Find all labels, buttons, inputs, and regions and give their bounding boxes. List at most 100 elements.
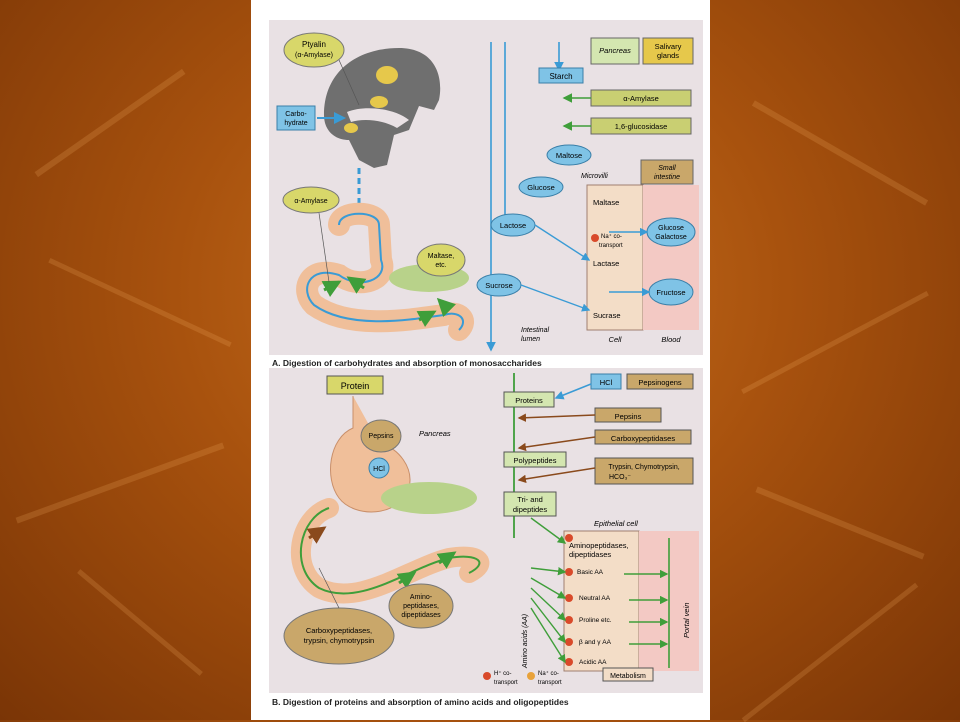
na-cotransport-label-2: transport bbox=[599, 243, 623, 249]
blood-region bbox=[643, 185, 699, 330]
tri-dipeptides-label-2: dipeptides bbox=[513, 505, 547, 514]
h-cotransport-label-2: transport bbox=[494, 680, 518, 686]
small-intestine-box bbox=[640, 159, 694, 185]
portal-vein-label: Portal vein bbox=[682, 603, 691, 638]
small-intestine-label: Small bbox=[658, 165, 676, 172]
neutral-aa-label: Neutral AA bbox=[579, 595, 611, 602]
transporter-icon bbox=[565, 568, 573, 576]
glucose-bubble bbox=[518, 176, 564, 198]
aminopeptidases-label-3: dipeptidases bbox=[401, 612, 441, 619]
pancreas-label: Pancreas bbox=[599, 46, 631, 55]
h-cotransport-label: H⁺ co- bbox=[494, 670, 512, 677]
na-cotransport-label: Na⁺ co- bbox=[601, 233, 622, 240]
na-cotransport-label: Na⁺ co- bbox=[538, 670, 559, 677]
glucose-galactose-label: Glucose bbox=[658, 225, 684, 232]
glucose-galactose-bubble bbox=[646, 217, 696, 247]
maltose-bubble bbox=[546, 144, 592, 166]
enzyme-arrow bbox=[346, 276, 367, 294]
enzyme-feed-arrow bbox=[517, 467, 596, 484]
background-shard bbox=[755, 486, 925, 560]
trypsin-label-2: HCO₃⁻ bbox=[609, 474, 631, 481]
na-cotransport-icon bbox=[591, 234, 599, 242]
protein-panel: Protein Pancreas Pepsins HCl Amino- pept… bbox=[269, 368, 703, 693]
maltase-etc-bubble bbox=[416, 243, 466, 277]
lactase-label: Lactase bbox=[593, 259, 619, 268]
basic-aa-label: Basic AA bbox=[577, 569, 604, 576]
acidic-aa-label: Acidic AA bbox=[579, 659, 607, 666]
mouth-cavity bbox=[347, 108, 409, 128]
callout-line bbox=[338, 59, 360, 106]
aa-flow-arrow bbox=[530, 607, 566, 664]
enzyme-arrow bbox=[436, 297, 456, 317]
protein-label: Protein bbox=[341, 381, 370, 391]
protein-box bbox=[326, 375, 384, 395]
fructose-label: Fructose bbox=[656, 288, 685, 297]
panel-b-caption: B. Digestion of proteins and absorption … bbox=[272, 697, 569, 707]
sucrose-label: Sucrose bbox=[485, 281, 513, 290]
amino-acids-label: Amino acids (AA) bbox=[522, 614, 529, 669]
ptyalin-bubble bbox=[283, 32, 345, 68]
panel-a-caption: A. Digestion of carbohydrates and absorp… bbox=[272, 358, 542, 368]
protein-diagram: Protein Pancreas Pepsins HCl Amino- pept… bbox=[283, 373, 699, 686]
glucosidase-label: 1,6-glucosidase bbox=[615, 122, 668, 131]
pepsinogens-box bbox=[626, 373, 694, 390]
aminopeptidases-label-2: peptidases, bbox=[403, 603, 439, 610]
pepsins-circle-label: Pepsins bbox=[369, 433, 394, 440]
intestine-inner bbox=[300, 507, 481, 595]
proline-label: Proline etc. bbox=[579, 617, 612, 624]
enzyme-feed-arrow bbox=[517, 436, 596, 452]
carboxypeptidases-bubble-label-2: trypsin, chymotrypsin bbox=[304, 636, 374, 645]
hcl-circle bbox=[368, 457, 390, 479]
glucose-label: Glucose bbox=[527, 183, 555, 192]
pancreas-box bbox=[590, 37, 640, 65]
salivary-box bbox=[642, 37, 694, 65]
tri-dipeptides-box bbox=[503, 491, 557, 517]
transporter-icon bbox=[565, 616, 573, 624]
alpha-amylase-box-label: α-Amylase bbox=[623, 94, 659, 103]
starch-box bbox=[538, 67, 584, 84]
polypeptides-box bbox=[503, 451, 567, 468]
beta-gamma-aa-label: β and γ AA bbox=[579, 639, 612, 646]
enzyme-feed-arrow bbox=[517, 413, 596, 422]
background-shard bbox=[751, 100, 929, 206]
metabolism-box bbox=[602, 667, 654, 682]
salivary-label-2: glands bbox=[657, 51, 679, 60]
proteins-label: Proteins bbox=[515, 396, 543, 405]
callout-line bbox=[318, 212, 330, 283]
tri-dipeptides-label: Tri- and bbox=[517, 495, 543, 504]
intestinal-lumen-label: Intestinal bbox=[521, 327, 549, 334]
h-cotransport-icon bbox=[483, 672, 491, 680]
enzyme-arrow bbox=[416, 310, 437, 327]
aa-flow-arrow bbox=[530, 577, 567, 599]
na-cotransport-label-2: transport bbox=[538, 680, 562, 686]
transporter-icon bbox=[565, 638, 573, 646]
aminopeptidases-box-label-2: dipeptidases bbox=[569, 550, 611, 559]
background-shard bbox=[48, 257, 232, 348]
background-shard bbox=[741, 290, 929, 395]
alpha-amylase-bubble bbox=[282, 186, 340, 214]
microvilli-label: Microvilli bbox=[581, 173, 608, 180]
salivary-gland bbox=[344, 123, 358, 133]
polypeptides-label: Polypeptides bbox=[514, 456, 557, 465]
trypsin-label: Trypsin, Chymotrypsin, bbox=[608, 464, 679, 471]
carbohydrate-panel: Ptyalin (α-Amylase) Carbo- hydrate α-Amy… bbox=[269, 20, 703, 355]
blood-label: Blood bbox=[661, 335, 681, 344]
transporter-icon bbox=[565, 658, 573, 666]
flow-line bbox=[520, 284, 591, 312]
cell-region bbox=[586, 184, 644, 331]
aa-flow-arrow bbox=[530, 517, 567, 544]
pepsins-circle bbox=[360, 419, 402, 453]
alpha-amylase-left-label: α-Amylase bbox=[294, 198, 327, 205]
epithelial-cell-label: Epithelial cell bbox=[594, 519, 638, 528]
proteins-box bbox=[503, 391, 555, 408]
na-cotransport-icon bbox=[527, 672, 535, 680]
enzyme-arrow bbox=[436, 551, 457, 569]
aa-flow-arrow bbox=[530, 597, 566, 644]
transporter-icon bbox=[565, 534, 573, 542]
hydrate-label: hydrate bbox=[284, 120, 307, 127]
salivary-gland bbox=[370, 96, 388, 108]
background-shard bbox=[34, 68, 186, 178]
intestinal-lumen-label-2: lumen bbox=[521, 336, 540, 343]
head-silhouette bbox=[324, 48, 441, 168]
carbohydrate-box bbox=[276, 105, 316, 131]
